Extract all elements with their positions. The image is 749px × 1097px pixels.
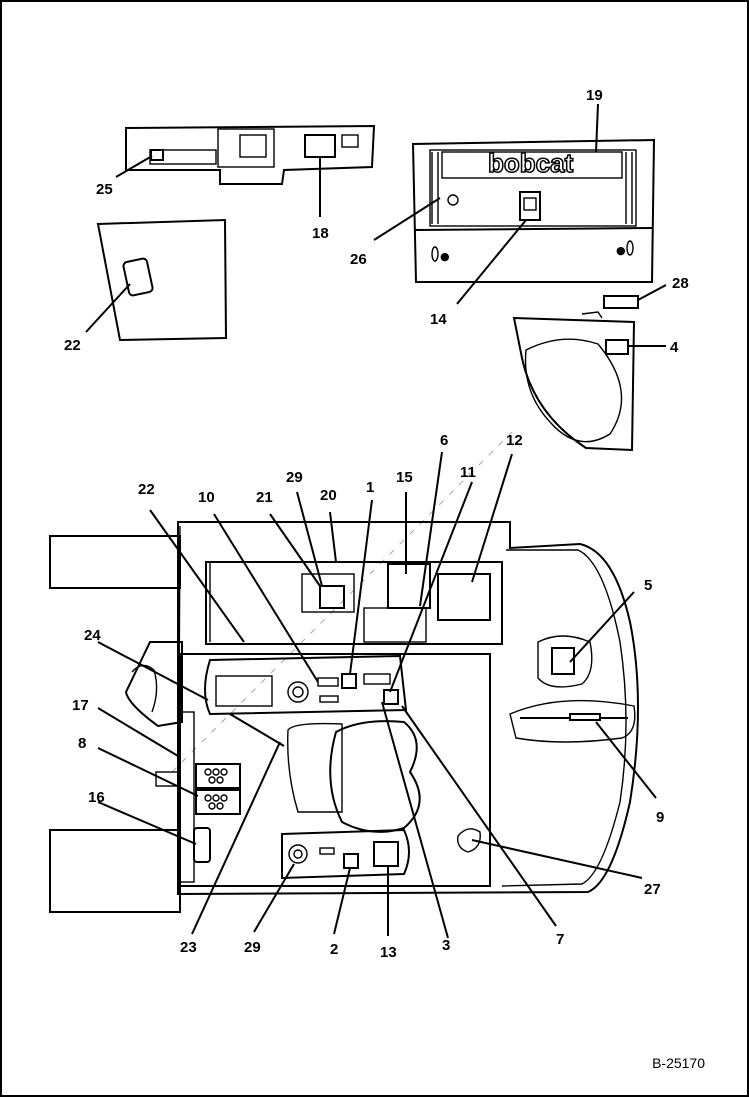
cab-top-view (49, 431, 639, 913)
callout-26: 26 (350, 251, 367, 268)
callout-23: 23 (180, 939, 197, 956)
callout-22-upper: 22 (64, 337, 81, 354)
callout-1: 1 (366, 479, 374, 496)
callout-28: 28 (672, 275, 689, 292)
callout-20: 20 (320, 487, 337, 504)
decal-28 (603, 295, 639, 309)
callout-12: 12 (506, 432, 523, 449)
decal-13 (373, 841, 399, 867)
decal-12 (437, 573, 491, 621)
callout-3: 3 (442, 937, 450, 954)
callout-9: 9 (656, 809, 664, 826)
rear-panel-drawing: bobcat ● ● (373, 103, 656, 305)
brand-logo: bobcat (488, 148, 574, 178)
callout-2: 2 (330, 941, 338, 958)
callout-25: 25 (96, 181, 113, 198)
callout-labels: 19 25 18 26 28 14 22 4 6 12 11 29 15 1 2… (64, 87, 689, 961)
callout-14: 14 (430, 311, 447, 328)
callout-21: 21 (256, 489, 273, 506)
callout-19: 19 (586, 87, 603, 104)
decal-22-upper (122, 257, 154, 297)
decal-18 (304, 134, 336, 158)
decal-14 (519, 191, 541, 221)
callout-17: 17 (72, 697, 89, 714)
leader-lines (97, 451, 657, 939)
callout-11: 11 (460, 464, 476, 481)
callout-7: 7 (556, 931, 564, 948)
decal-2 (343, 853, 359, 869)
callout-27: 27 (644, 881, 661, 898)
callout-22-lower: 22 (138, 481, 155, 498)
decal-21 (319, 585, 345, 609)
figure-reference-code: B-25170 (652, 1055, 705, 1071)
callout-29-lower: 29 (244, 939, 261, 956)
callout-8: 8 (78, 735, 86, 752)
callout-24: 24 (84, 627, 101, 644)
side-panel-drawing (115, 124, 376, 217)
callout-6: 6 (440, 432, 448, 449)
decal-9 (569, 713, 601, 721)
svg-text:●: ● (440, 250, 450, 263)
callout-10: 10 (198, 489, 215, 506)
callout-29-upper: 29 (286, 469, 303, 486)
fender-drawing (512, 284, 667, 452)
callout-18: 18 (312, 225, 329, 242)
decal-25 (150, 149, 164, 161)
decal-4 (605, 339, 629, 355)
decal-16 (193, 827, 211, 863)
svg-text:●: ● (616, 244, 626, 257)
decal-8-upper (195, 763, 241, 789)
decal-8-lower (195, 789, 241, 815)
callout-5: 5 (644, 577, 652, 594)
callout-4: 4 (670, 339, 679, 356)
decal-5 (551, 647, 575, 675)
left-panel-drawing (85, 218, 228, 342)
callout-16: 16 (88, 789, 105, 806)
decal-1 (341, 673, 357, 689)
callout-15: 15 (396, 469, 413, 486)
callout-13: 13 (380, 944, 397, 961)
